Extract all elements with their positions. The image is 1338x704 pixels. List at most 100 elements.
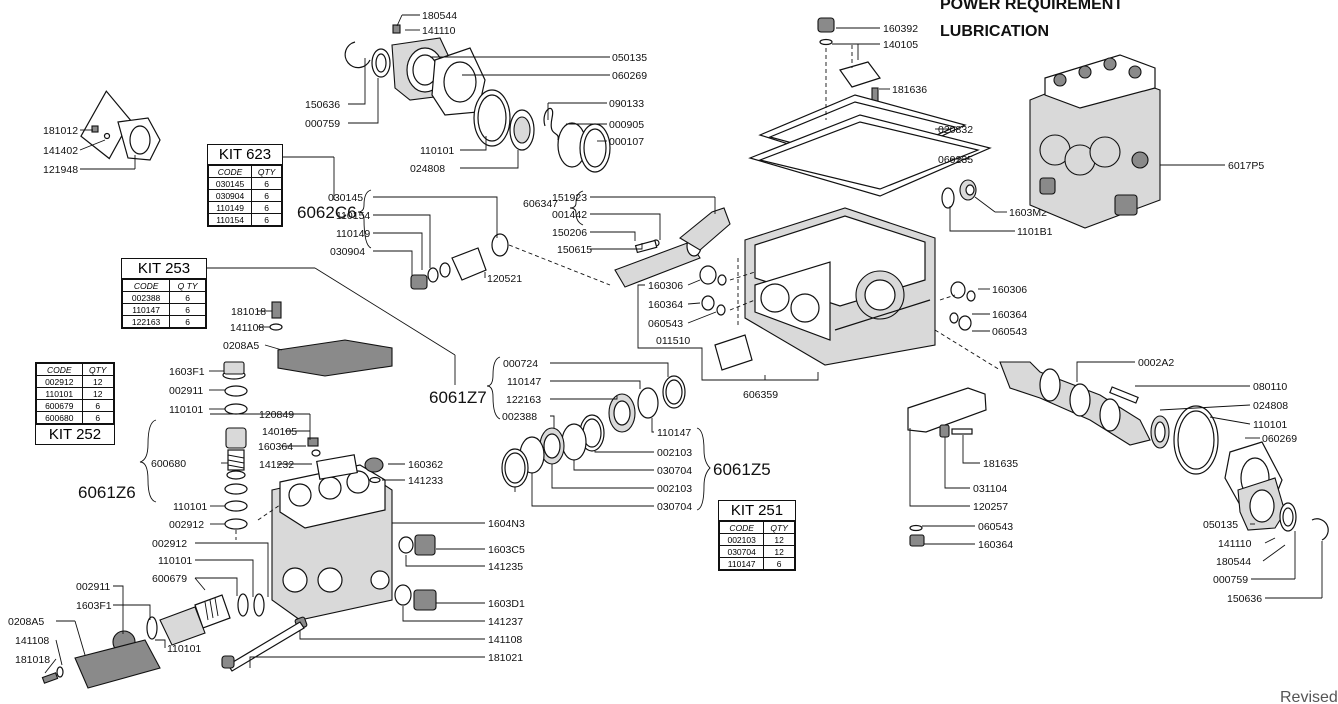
group-label-6061Z6: 6061Z6 bbox=[78, 483, 136, 502]
part-number-label: 030704 bbox=[657, 501, 692, 513]
crankcase-drawing bbox=[699, 207, 976, 371]
part-number-label: 181021 bbox=[488, 652, 523, 664]
part-number-label: 141402 bbox=[43, 145, 78, 157]
group-label-6062C6: 6062C6 bbox=[297, 203, 357, 222]
leader-lines-crankcase bbox=[637, 279, 990, 381]
part-number-label: 160306 bbox=[992, 284, 1027, 296]
crankshaft-drawing bbox=[907, 329, 1329, 547]
bearing-cover-left-drawing bbox=[80, 24, 611, 173]
part-number-label: 180544 bbox=[422, 10, 457, 22]
part-number-label: 141108 bbox=[230, 322, 264, 334]
part-number-label: 030904 bbox=[330, 246, 365, 258]
part-number-label: 060543 bbox=[978, 521, 1013, 533]
revised-note: Revised bbox=[1280, 689, 1338, 704]
part-number-label: 606359 bbox=[743, 389, 778, 401]
part-number-label: 160364 bbox=[648, 299, 683, 311]
part-number-label: 120521 bbox=[487, 273, 522, 285]
part-number-label: 181018 bbox=[15, 654, 50, 666]
part-number-label: 181012 bbox=[43, 125, 78, 137]
part-number-label: 000724 bbox=[503, 358, 538, 370]
part-number-label: 600679 bbox=[152, 573, 187, 585]
qty-cell: 6 bbox=[169, 303, 206, 316]
part-number-label: 141110 bbox=[422, 25, 456, 37]
part-number-label: 110154 bbox=[336, 210, 370, 222]
code-cell: 110154 bbox=[207, 213, 253, 226]
part-number-label: 030704 bbox=[657, 465, 692, 477]
part-number-label: 160364 bbox=[258, 441, 293, 453]
part-number-label: 122163 bbox=[506, 394, 541, 406]
part-number-label: 1603C5 bbox=[488, 544, 525, 556]
part-number-label: 060235 bbox=[938, 154, 973, 166]
part-number-label: 181636 bbox=[892, 84, 927, 96]
part-number-label: 1604N3 bbox=[488, 518, 525, 530]
leader-lines-plunger bbox=[357, 189, 716, 278]
kit-title: KIT 253 bbox=[122, 259, 206, 279]
part-number-label: 151923 bbox=[552, 192, 587, 204]
qty-cell: 12 bbox=[763, 545, 795, 558]
leader-lines-valves-upper bbox=[209, 310, 283, 410]
part-number-label: 606347 bbox=[523, 198, 558, 210]
kit-title: KIT 252 bbox=[36, 424, 114, 444]
part-number-label: 002103 bbox=[657, 447, 692, 459]
part-number-label: 160306 bbox=[648, 280, 683, 292]
part-number-label: 141108 bbox=[488, 634, 522, 646]
assembled-pump-drawing bbox=[1029, 54, 1161, 229]
part-number-label: 121948 bbox=[43, 164, 78, 176]
kit-title: KIT 251 bbox=[719, 501, 795, 521]
part-number-label: 060543 bbox=[648, 318, 683, 330]
part-number-label: 030145 bbox=[328, 192, 363, 204]
part-number-label: 001442 bbox=[552, 209, 587, 221]
part-number-label: 141108 bbox=[15, 635, 49, 647]
code-cell: 110149 bbox=[207, 201, 253, 214]
qty-cell: 6 bbox=[81, 411, 114, 424]
part-number-label: 0208A5 bbox=[8, 616, 44, 628]
part-number-label: 110101 bbox=[173, 501, 207, 513]
part-number-label: 000905 bbox=[609, 119, 644, 131]
part-number-label: 150636 bbox=[1227, 593, 1262, 605]
code-cell: 110101 bbox=[36, 387, 83, 400]
column-header-code: CODE bbox=[36, 363, 83, 376]
part-number-label: 002388 bbox=[502, 411, 537, 423]
group-label-6061Z7: 6061Z7 bbox=[429, 388, 487, 407]
part-number-label: 110149 bbox=[336, 228, 370, 240]
part-number-label: 120257 bbox=[973, 501, 1008, 513]
part-number-label: 024808 bbox=[410, 163, 445, 175]
code-cell: 110147 bbox=[718, 557, 765, 570]
leader-lines-crankshaft bbox=[909, 361, 1323, 599]
code-cell: 110147 bbox=[121, 303, 171, 316]
part-number-label: 140105 bbox=[262, 426, 297, 438]
code-cell: 030145 bbox=[207, 177, 253, 190]
qty-cell: 12 bbox=[81, 387, 114, 400]
part-number-label: 110101 bbox=[169, 404, 203, 416]
part-number-label: 0208A5 bbox=[223, 340, 259, 352]
part-number-label: 150206 bbox=[552, 227, 587, 239]
valve-assembly-upper-drawing bbox=[222, 301, 393, 415]
code-cell: 002103 bbox=[718, 533, 765, 546]
leader-lines-seals bbox=[486, 356, 711, 511]
part-number-label: 090133 bbox=[609, 98, 644, 110]
pump-head-manifold-drawing bbox=[41, 427, 437, 689]
part-number-label: 141235 bbox=[488, 561, 523, 573]
part-number-label: 110147 bbox=[507, 376, 541, 388]
qty-cell: 6 bbox=[251, 201, 282, 214]
code-cell: 600679 bbox=[36, 399, 83, 412]
header-lubrication: LUBRICATION bbox=[940, 23, 1049, 40]
part-number-label: 060543 bbox=[992, 326, 1027, 338]
part-number-label: 600680 bbox=[151, 458, 186, 470]
qty-cell: 6 bbox=[81, 399, 114, 412]
part-number-label: 050135 bbox=[1203, 519, 1238, 531]
part-number-label: 011510 bbox=[656, 335, 690, 347]
column-header-qty: Q TY bbox=[169, 279, 206, 292]
part-number-label: 6017P5 bbox=[1228, 160, 1264, 172]
qty-cell: 6 bbox=[763, 557, 795, 570]
